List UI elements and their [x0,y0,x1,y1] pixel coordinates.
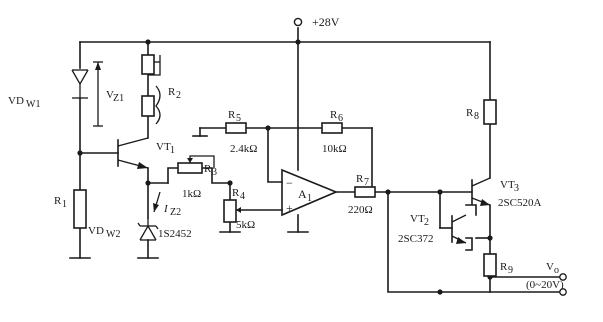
r1-left-sub: 1 [62,199,67,210]
zener1-sub: W1 [26,99,40,110]
r7-name: R [356,173,364,185]
supply-label: +28V [312,15,340,29]
zener2-sub: W2 [106,229,120,240]
iz2-label: I [163,203,169,215]
vt2-name: VT [410,213,425,225]
r4-value: 5kΩ [236,219,255,231]
resistor-r5: R 5 2.4kΩ [225,109,257,155]
zener-vdw1: VD W1 [8,69,89,110]
opamp-minus: − [286,176,293,190]
r8-name: R [466,107,474,119]
r6-name: R [330,109,338,121]
resistor-r8: R 8 [466,99,497,125]
vz1-sub: Z1 [113,93,124,104]
resistor-r6: R 6 10kΩ [321,109,347,155]
iz2-sub: Z2 [170,207,181,218]
r2-name: R [168,86,176,98]
resistor-r7: R 7 220Ω [348,173,376,216]
resistor-r9: R 9 [483,253,513,277]
r4-name: R [232,187,240,199]
r5-name: R [228,109,236,121]
transistor-vt3: VT 3 2SC520A [471,177,541,209]
zener2-part: 1S2452 [158,228,192,240]
r6-sub: 6 [338,113,343,124]
zener-vdw2: VD W2 1S2452 [88,218,192,241]
transistor-vt1: VT 1 [117,137,175,169]
vt1-sub: 1 [170,145,175,156]
resistor-r4: R 4 5kΩ [223,187,255,231]
output-terminals: V o (0~20V) [526,261,567,296]
r2-sub: 2 [176,90,181,101]
opamp-a1: − + A 1 [281,168,339,217]
r8-sub: 8 [474,111,479,122]
opamp-plus: + [286,201,293,215]
vz1-label: V [106,89,114,101]
resistor-r2: R 2 [141,54,181,125]
iz2-arrow: I Z2 [153,191,181,218]
vt1-name: VT [156,141,171,153]
opamp-sub: 1 [307,193,312,204]
ground-symbols [69,135,309,259]
vt3-name: VT [500,179,515,191]
junction-dots [77,39,493,295]
vz1-arrow: V Z1 [93,61,124,127]
vt2-part: 2SC372 [398,233,433,245]
resistor-r1-left: R 1 [54,189,87,229]
r7-value: 220Ω [348,204,373,216]
vt3-sub: 3 [514,183,519,194]
r3-value: 1kΩ [182,188,201,200]
r4-sub: 4 [240,191,245,202]
supply-terminal: +28V [293,15,340,29]
r1-left-name: R [54,195,62,207]
resistor-r3: R 3 1kΩ [177,158,217,200]
zener2-name: VD [88,225,104,237]
r9-name: R [500,261,508,273]
transistor-vt2: VT 2 2SC372 [398,213,467,245]
r3-sub: 3 [212,167,217,178]
wiring [79,27,561,293]
r5-sub: 5 [236,113,241,124]
vt2-sub: 2 [424,217,429,228]
r3-name: R [204,163,212,175]
output-range: (0~20V) [526,279,564,291]
zener1-name: VD [8,95,24,107]
r5-value: 2.4kΩ [230,143,257,155]
r6-value: 10kΩ [322,143,347,155]
output-label: V [546,261,554,273]
vt3-part: 2SC520A [498,197,541,209]
opamp-name: A [298,187,307,201]
output-sub: o [554,265,559,276]
r9-sub: 9 [508,265,513,276]
r7-sub: 7 [364,177,369,188]
